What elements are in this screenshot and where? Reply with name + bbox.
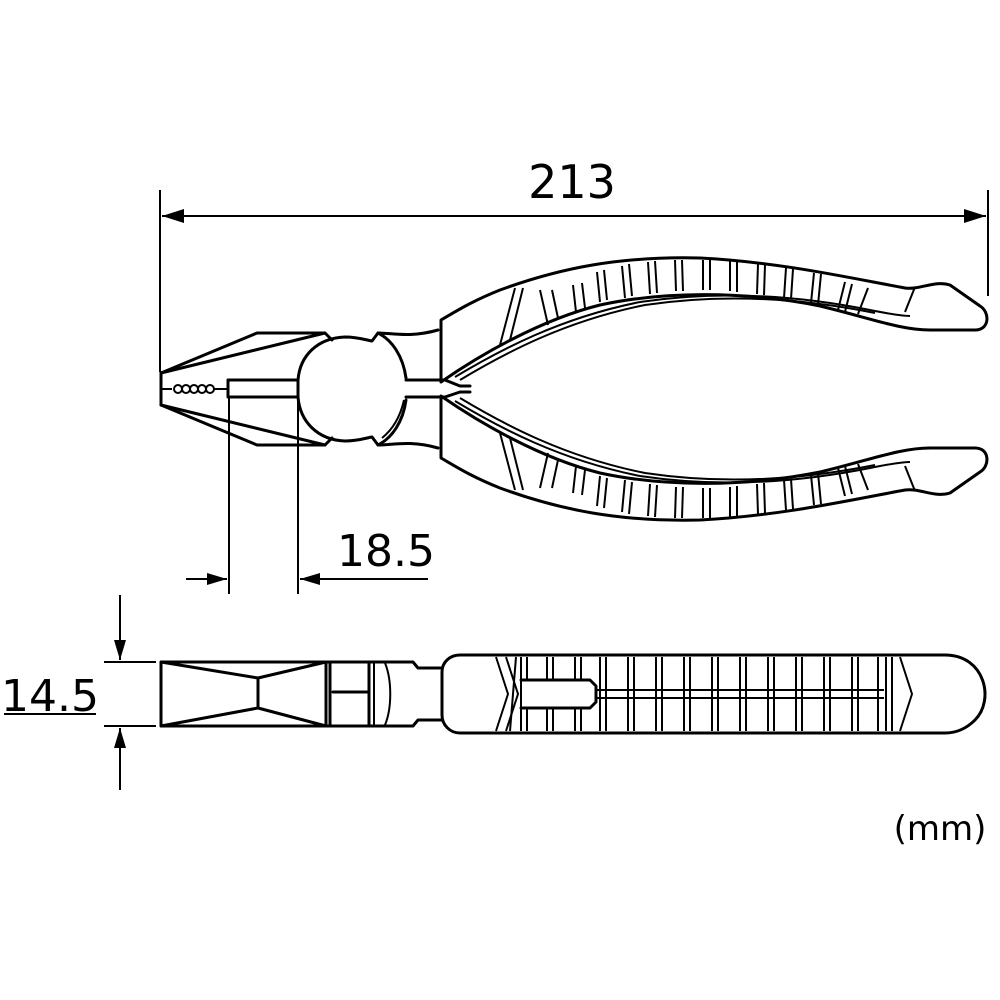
overall-length-label: 213 (528, 155, 616, 209)
cutter-slot (226, 378, 300, 399)
arrow-left-icon (162, 209, 184, 223)
thickness-label: 14.5 (1, 671, 99, 722)
pivot-inner-curve (381, 399, 405, 439)
overall-length-dimension: 213 (159, 155, 989, 372)
pliers-side-view (159, 256, 989, 522)
arrow-up-icon (114, 728, 126, 748)
arrow-down-icon (114, 640, 126, 660)
units-label: (mm) (894, 809, 987, 849)
handle-outline (440, 653, 987, 735)
arrow-right-icon (207, 573, 227, 585)
top-grip-grid (520, 657, 884, 731)
pivot-upper (296, 331, 408, 382)
jaw-upper-bevel (159, 331, 327, 375)
handle-slot (519, 678, 598, 710)
crimp-length-dimension: 18.5 (186, 398, 435, 594)
lower-grip-ribs (499, 432, 916, 519)
pliers-top-view (159, 653, 987, 735)
pivot-lower (296, 395, 408, 447)
crimp-length-label: 18.5 (337, 526, 435, 577)
arrow-right-icon (964, 209, 986, 223)
thickness-dimension: 14.5 (1, 595, 156, 790)
serration-teeth (173, 384, 215, 394)
jaw-upper-outline (159, 331, 334, 375)
arrow-left-icon (300, 573, 320, 585)
upper-grip-ribs (499, 259, 916, 346)
jaw-lower-outline (159, 403, 334, 447)
head-block (159, 660, 328, 728)
lower-handle (439, 394, 989, 522)
upper-handle (439, 256, 989, 384)
